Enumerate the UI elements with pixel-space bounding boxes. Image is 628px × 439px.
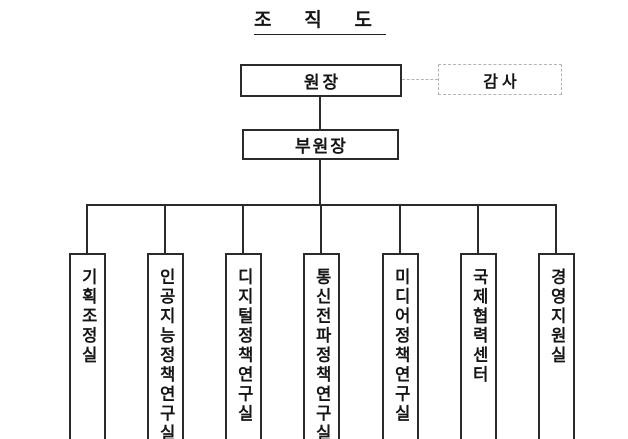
department-box-ai-policy-research: 인공지능정책연구실 (147, 253, 184, 439)
department-label: 미디어정책연구실 (391, 268, 411, 424)
connector-drop (86, 205, 88, 254)
department-label: 인공지능정책연구실 (156, 268, 176, 439)
connector-drop (399, 205, 401, 254)
connector-vice-trunk (319, 159, 321, 206)
department-box-digital-policy-research: 디지털정책연구실 (225, 253, 262, 439)
department-box-planning-coordination: 기획조정실 (69, 253, 106, 439)
department-box-media-policy-research: 미디어정책연구실 (382, 253, 419, 439)
department-label: 디지털정책연구실 (234, 268, 254, 424)
connector-drop (164, 205, 166, 254)
connector-director-auditor-dashed (402, 79, 438, 80)
department-label: 경영지원실 (547, 268, 567, 366)
director-box: 원장 (240, 64, 402, 97)
department-label: 국제협력센터 (469, 268, 489, 385)
department-box-telecom-spectrum-policy-research: 통신전파정책연구실 (303, 253, 340, 439)
connector-drop (242, 205, 244, 254)
department-box-international-cooperation-center: 국제협력센터 (460, 253, 497, 439)
connector-drop (477, 205, 479, 254)
department-label: 통신전파정책연구실 (312, 268, 332, 439)
department-label: 기획조정실 (78, 268, 98, 366)
connector-drop (555, 205, 557, 254)
page-title: 조 직 도 (254, 10, 386, 35)
connector-drop (320, 205, 322, 254)
auditor-box: 감사 (438, 64, 562, 95)
department-box-management-support: 경영지원실 (538, 253, 575, 439)
connector-director-vice (319, 96, 321, 130)
vice-director-box: 부원장 (242, 129, 399, 160)
